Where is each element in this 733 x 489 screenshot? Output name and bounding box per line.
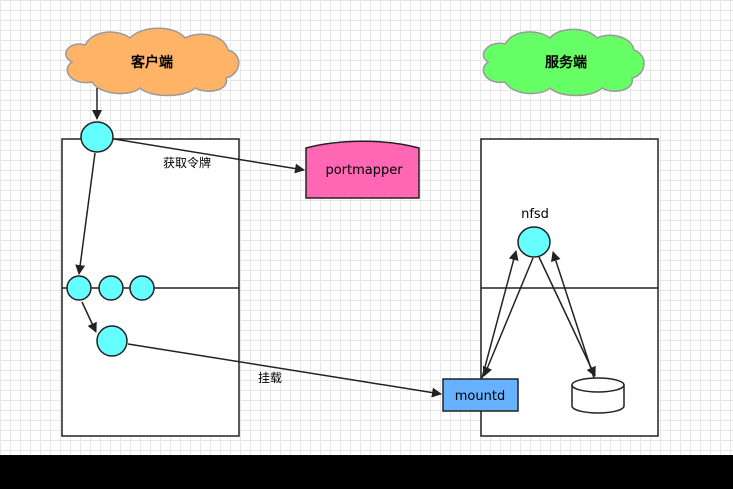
server-cloud-label: 服务端 xyxy=(545,54,587,71)
queue-circle-2 xyxy=(98,275,124,301)
storage-cylinder xyxy=(571,377,625,414)
portmapper-label: portmapper xyxy=(325,163,403,178)
server-cloud xyxy=(482,28,645,97)
queue-circle-1 xyxy=(66,275,92,301)
mount-request-circle xyxy=(96,325,128,357)
nfsd-circle xyxy=(517,226,551,258)
mountd-node xyxy=(442,378,519,412)
arrow-to-second-circle xyxy=(81,301,97,333)
client-cloud xyxy=(65,27,240,97)
arrow-mountd-to-nfsd xyxy=(481,250,519,379)
arrow-storage-to-nfsd xyxy=(551,251,595,379)
client-process-circle xyxy=(80,121,114,153)
mountd-label: mountd xyxy=(455,389,505,404)
arrow-nfsd-to-mountd xyxy=(482,257,534,377)
arrow-to-portmapper xyxy=(113,138,305,174)
edge-label-mount: 挂载 xyxy=(258,371,282,385)
nfsd-label: nfsd xyxy=(521,207,549,222)
arrow-to-mountd xyxy=(127,343,442,398)
client-cloud-label: 客户端 xyxy=(130,54,173,71)
edge-label-get-token: 获取令牌 xyxy=(163,155,211,170)
arrow-nfsd-to-storage xyxy=(538,256,596,377)
queue-circle-3 xyxy=(129,275,155,301)
bottom-bar xyxy=(0,455,733,489)
portmapper-node xyxy=(305,140,420,199)
arrow-down-to-row xyxy=(75,152,96,275)
